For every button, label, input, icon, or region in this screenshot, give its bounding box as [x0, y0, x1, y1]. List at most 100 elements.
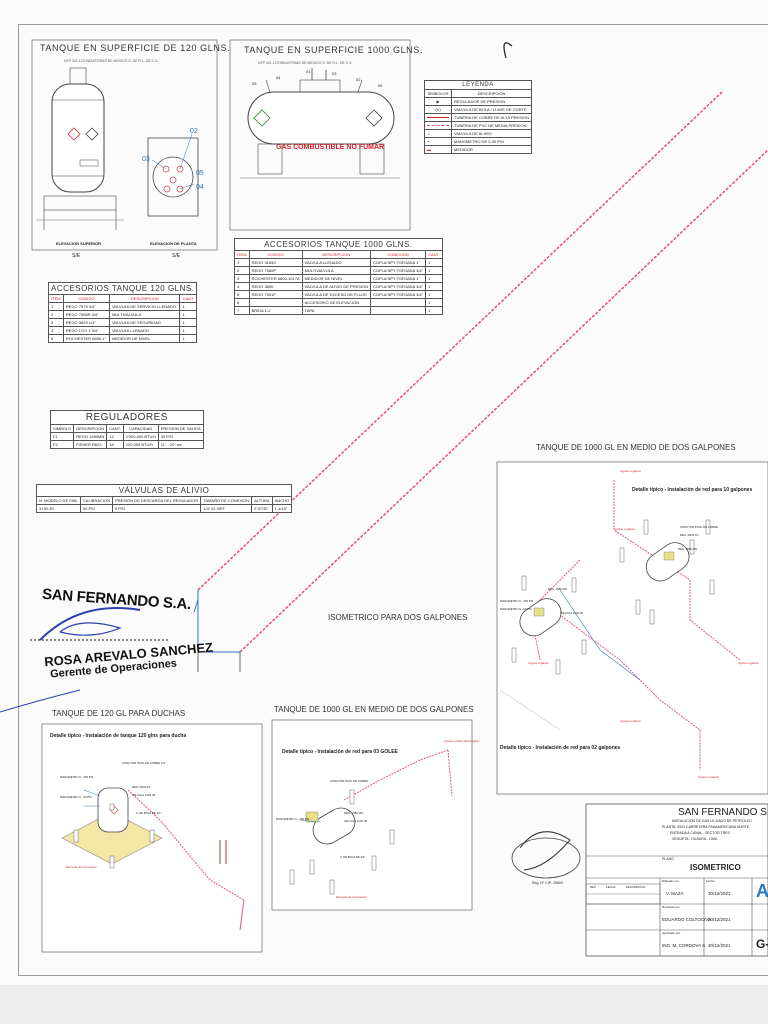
regulators-table: REGULADORES SIMBOLO DESCRIPCION CANT. CA… — [49, 410, 204, 449]
rev-table-header: REV. — [590, 885, 597, 889]
cell: 30 PSI — [79, 504, 114, 513]
cell: VALVULA DE SERVICIO LLENADO — [109, 302, 181, 311]
right-panel-label: MANOMETRO 0 - 60 PSI — [500, 607, 532, 611]
ducha-label: V. DE BOLA DE 3/4" — [136, 811, 162, 815]
right-panel-label: REG. R622 FC — [680, 533, 699, 537]
cell: 1 — [179, 302, 198, 311]
tank120-subtitle: NTP 321.123 INDUSTRIAS DE MEXICO S. DE R… — [64, 59, 159, 63]
legend-title: LEYENDA — [424, 80, 532, 90]
right-panel-label: MANOMETRO 0 - 300 PSI — [500, 599, 534, 603]
cell: 1'000,000 BTU/h — [122, 432, 159, 441]
cell: 1 — [425, 266, 443, 275]
acc1000-header: ITEM — [234, 250, 250, 259]
title-block-sheet-letter: A — [756, 881, 768, 901]
middle-label: Elemento de Iluminación — [336, 895, 367, 899]
ducha-label: MANOMETRO 0 - 60 PSI — [60, 795, 92, 799]
cell: 1 1/16" — [271, 504, 293, 513]
valves-header: ANCHO — [271, 496, 293, 505]
right-panel-label: Ingreso a galpón — [614, 527, 635, 531]
accessories-1000-title: ACCESORIOS TANQUE 1000 GLNS. — [234, 238, 443, 251]
cell: VALVULA DE EXCESO DE FLUJO — [301, 290, 372, 299]
title-block-drawn-by: V. MAZA — [666, 891, 684, 896]
title-block-address1: PLANTA: 0501 CARRETERA PANAMERICANA NORT… — [662, 825, 750, 829]
legend-desc: MEDIDOR — [451, 145, 532, 154]
cell: MEDIDOR DE NIVEL — [109, 334, 181, 343]
cell: 5 PSI — [112, 504, 202, 513]
right-panel-label: Ingreso a galpón — [620, 469, 641, 473]
title-block-fecha: Fecha — [706, 879, 715, 883]
middle-panel-title: TANQUE DE 1000 GL EN MEDIO DE DOS GALPON… — [274, 705, 474, 714]
cell: 1 — [425, 282, 443, 291]
cell: 1 — [425, 298, 443, 307]
title-block-rev-label3: Aprobado por — [662, 931, 681, 935]
tank120-title: TANQUE EN SUPERFICIE DE 120 GLNS. — [40, 43, 231, 53]
cell: MULTIVALVULA — [301, 266, 372, 275]
cell: REGO 1580MN — [73, 432, 108, 441]
right-panel-label: CONCTOR POOL DE COBRE — [680, 525, 718, 529]
cell: 3 — [234, 274, 250, 283]
acc120-header: DESCRIPCION — [109, 294, 181, 303]
cell: 11" - 20" wc — [157, 440, 204, 449]
legend-symbol-red-line — [424, 113, 452, 122]
cell — [370, 306, 427, 315]
cell: 1 — [48, 302, 64, 311]
regs-header: DESCRIPCION — [73, 424, 108, 433]
page-bottom-strip — [0, 985, 768, 1024]
cell — [370, 298, 427, 307]
title-block-plano: ISOMETRICO — [690, 863, 741, 872]
cell: 5 — [234, 290, 250, 299]
accessories-1000-table: ACCESORIOS TANQUE 1000 GLNS. ITEM CODIGO… — [234, 238, 443, 315]
tank1000-callout-04: 04 — [276, 75, 281, 80]
ducha-label: VALVULA 3130-30 — [132, 793, 156, 797]
title-block-rev-label: Dibujado por — [662, 879, 680, 883]
right-panel-detail-bottom: Detalle típico - Instalación de red para… — [500, 745, 621, 751]
regs-header: CANT. — [106, 424, 124, 433]
ducha-label: Elemento de Iluminación — [66, 865, 97, 869]
cell: 5 — [48, 334, 64, 343]
cell: 18 — [106, 440, 124, 449]
cell: 1 — [179, 326, 198, 335]
title-block-rev-label2: Revisado por — [662, 905, 680, 909]
title-block-address3: VEGUETA - HUAURA - LIMA — [672, 837, 718, 841]
cell: VALVULA DE ALIVIO DE PRESION — [301, 282, 372, 291]
rev-table-header: FECHA — [606, 885, 616, 889]
middle-label: REG. 1580 MN — [344, 811, 363, 815]
regulators-title: REGULADORES — [50, 410, 204, 425]
tank120-callout-02: 02 — [190, 128, 198, 135]
middle-label: MANOMETRO 0 - 300 PSI — [276, 817, 310, 821]
valves-header: CALIBRACION — [79, 496, 114, 505]
cell: 1/4" M. NPT — [200, 504, 253, 513]
tank1000-callout-03: 03 — [332, 71, 337, 76]
cell: COPLA NPT FORJADA 1" — [370, 258, 427, 267]
cell: REGO 3165C — [248, 258, 303, 267]
cell: 120,000 BTU/h — [122, 440, 159, 449]
cell: 1 — [425, 258, 443, 267]
cell: 1 — [234, 258, 250, 267]
acc120-header: CODIGO — [62, 294, 111, 303]
title-block-address2: ENTRADA A CANAL - SECTOR TRES — [670, 831, 730, 835]
ducha-label: MANOMETRO 0 - 300 PSI — [60, 775, 94, 779]
regs-header: CAPACIDAD — [122, 424, 159, 433]
regs-header: PRESION DE SALIDA — [157, 424, 204, 433]
tank1000-warning: GAS COMBUSTIBLE NO FUMAR — [276, 144, 385, 151]
cell: 12 — [106, 432, 124, 441]
cell: 7 — [234, 306, 250, 315]
cell: F1 — [49, 432, 75, 441]
tank120-scale-left: S/E — [72, 253, 81, 259]
tank120-callout-04: 04 — [196, 184, 204, 191]
middle-label: CONCTOR POOL DE COBRE — [330, 779, 368, 783]
cell: FISHER R622 — [73, 440, 108, 449]
legend-symbol-pink-line — [424, 121, 452, 130]
valves-header: TAMAÑO DE CONEXION — [200, 496, 253, 505]
acc120-header: CANT. — [179, 294, 198, 303]
title-block-company: SAN FERNANDO S.A. — [678, 807, 768, 818]
tank1000-title: TANQUE EN SUPERFICIE 1000 GLNS. — [244, 45, 423, 55]
legend-symbol-relief-valve: ⊥ — [424, 129, 452, 138]
legend-desc: VALVULA DE BOLA / LLAVE DE CORTE — [451, 105, 532, 114]
